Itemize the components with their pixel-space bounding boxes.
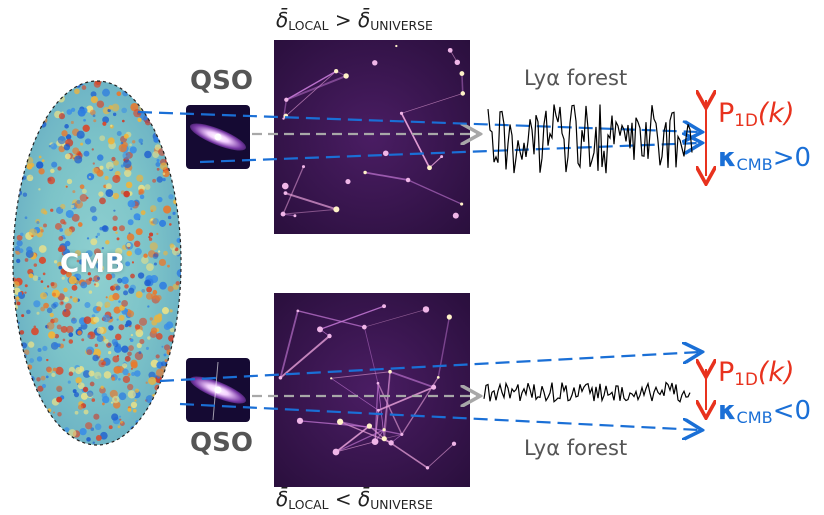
p1d-sub: 1D <box>734 110 758 131</box>
delta-local-symbol: δ̄ <box>276 8 289 32</box>
lya-forest-label-bottom: Lyα forest <box>524 436 628 460</box>
cosmic-web-bottom <box>274 293 470 487</box>
kappa-label-top: κCMB>0 <box>718 143 811 174</box>
kappa-label-bottom: κCMB<0 <box>718 396 811 427</box>
p1d-arg: (k) <box>757 357 795 388</box>
lya-forest-spectrum-bottom <box>483 381 691 403</box>
delta-universe-sub: UNIVERSE <box>370 18 433 34</box>
p1d-sub: 1D <box>734 369 758 390</box>
cosmic-web-top <box>274 40 470 234</box>
qso-image-top <box>186 105 250 169</box>
p1d-arg: (k) <box>757 98 795 129</box>
kappa-sub: CMB <box>736 155 773 175</box>
cmb-label: CMB <box>60 249 125 279</box>
delta-operator: > <box>334 8 352 32</box>
lya-forest-spectrum-top <box>487 104 693 174</box>
p1d-label-top: P1D(k) <box>718 98 795 130</box>
p1d-label-bottom: P1D(k) <box>718 357 795 389</box>
p1d-symbol: P <box>718 357 735 388</box>
qso-label-top: QSO <box>190 66 253 96</box>
qso-image-bottom <box>186 358 250 422</box>
lensing-rays-bottom <box>159 352 700 430</box>
delta-universe-sub: UNIVERSE <box>370 497 433 513</box>
cmb-map <box>12 80 182 446</box>
density-relation-bottom: δ̄LOCAL < δ̄UNIVERSE <box>276 487 433 512</box>
qso-label-bottom: QSO <box>190 428 253 458</box>
delta-universe-symbol: δ̄ <box>357 8 371 32</box>
delta-local-sub: LOCAL <box>288 18 329 34</box>
lya-forest-label-top: Lyα forest <box>524 66 628 90</box>
kappa-symbol: κ <box>718 143 737 173</box>
kappa-relation: <0 <box>772 396 812 426</box>
delta-universe-symbol: δ̄ <box>357 487 371 511</box>
delta-local-sub: LOCAL <box>288 497 329 513</box>
kappa-symbol: κ <box>718 396 737 426</box>
density-relation-top: δ̄LOCAL > δ̄UNIVERSE <box>276 8 433 33</box>
kappa-sub: CMB <box>736 408 773 428</box>
p1d-symbol: P <box>718 98 735 129</box>
lensing-rays-top <box>137 110 700 164</box>
delta-operator: < <box>334 487 352 511</box>
kappa-relation: >0 <box>772 143 812 173</box>
delta-local-symbol: δ̄ <box>276 487 289 511</box>
